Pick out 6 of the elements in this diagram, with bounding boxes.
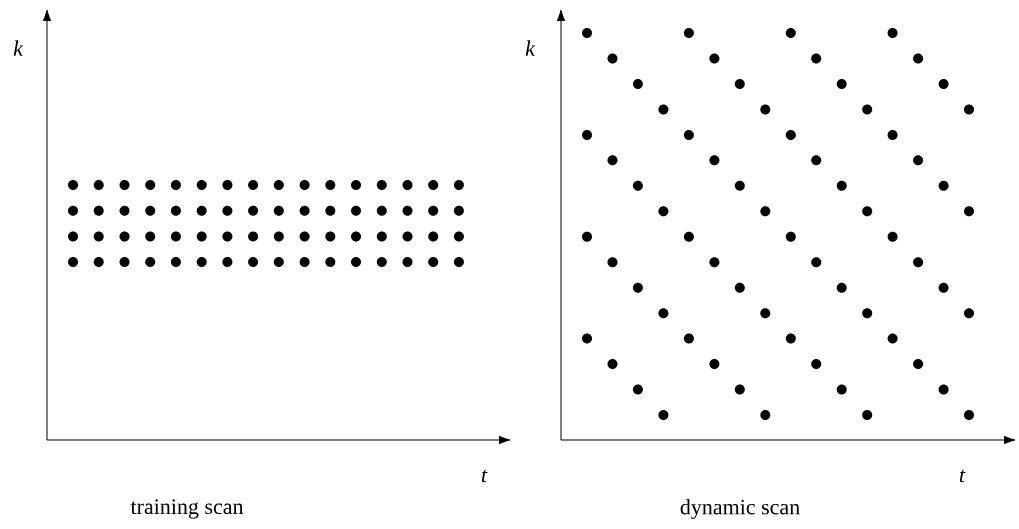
- axis-label: t: [481, 469, 488, 483]
- panel-caption: dynamic scan: [680, 499, 800, 519]
- axis-label: t: [959, 469, 966, 483]
- axis-label: k: [13, 40, 24, 56]
- panel-caption: training scan: [130, 499, 244, 519]
- axis-label: k: [525, 40, 536, 56]
